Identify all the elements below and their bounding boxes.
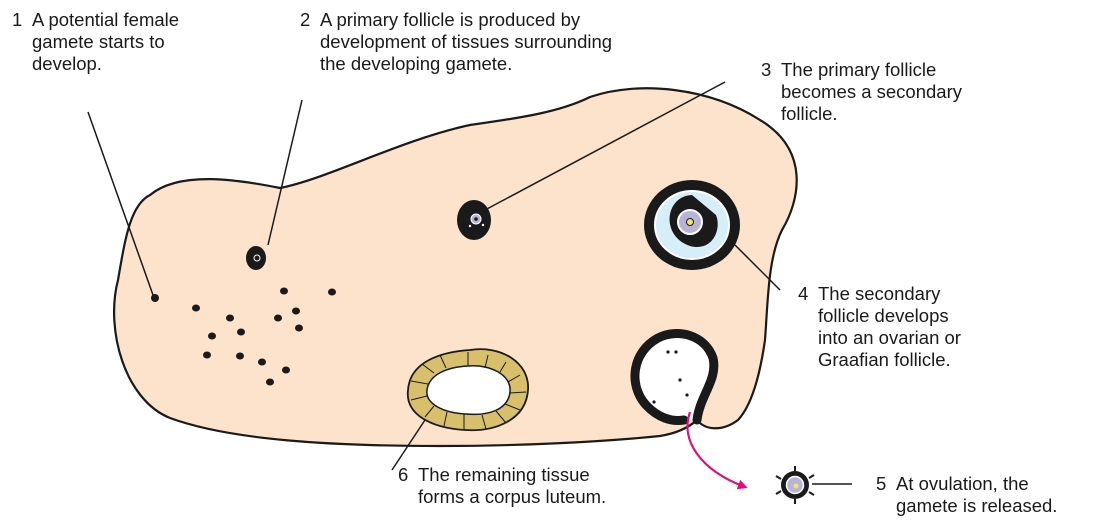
label-6-text: The remaining tissue forms a corpus lute… [418,464,606,508]
label-5-text: At ovulation, the gamete is released. [896,473,1057,517]
graafian-follicle [644,180,740,270]
corpus-luteum [408,349,528,430]
label-4-text: The secondary follicle develops into an … [818,283,961,371]
label-1-number: 1 [12,9,22,31]
label-6: 6 The remaining tissue forms a corpus lu… [418,464,606,508]
released-gamete [776,466,814,504]
label-2: 2 A primary follicle is produced by deve… [320,9,612,75]
label-1: 1 A potential female gamete starts to de… [32,9,179,75]
label-4-number: 4 [798,283,808,305]
label-3: 3 The primary follicle becomes a seconda… [781,59,962,125]
primary-follicle [246,246,266,270]
label-3-number: 3 [761,59,771,81]
label-3-text: The primary follicle becomes a secondary… [781,59,962,125]
ruptured-follicle [635,334,714,421]
label-1-text: A potential female gamete starts to deve… [32,9,179,75]
label-2-number: 2 [300,9,310,31]
label-5: 5 At ovulation, the gamete is released. [896,473,1057,517]
label-5-number: 5 [876,473,886,495]
label-2-text: A primary follicle is produced by develo… [320,9,612,75]
label-6-number: 6 [398,464,408,486]
label-4: 4 The secondary follicle develops into a… [818,283,961,371]
secondary-follicle [457,200,491,240]
